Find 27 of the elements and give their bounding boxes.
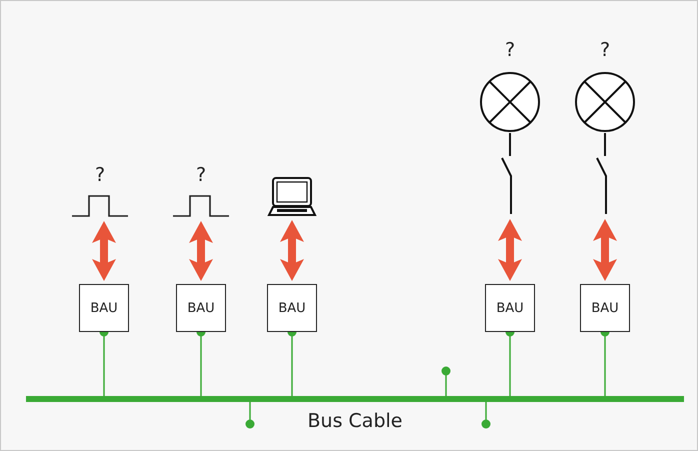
connection-line	[246, 402, 254, 428]
double-arrow	[92, 221, 116, 281]
double-arrow	[593, 219, 617, 281]
question-mark: ?	[94, 164, 106, 186]
unit-box: BAU	[580, 284, 630, 332]
switch-symbol	[595, 156, 609, 216]
wire	[509, 133, 511, 156]
double-arrow	[498, 219, 522, 281]
unit-box: BAU	[267, 284, 317, 332]
connection-line	[442, 366, 450, 396]
switch-symbol	[500, 156, 514, 216]
pulse-symbol	[173, 194, 229, 218]
unit-box: BAU	[176, 284, 226, 332]
wire	[604, 133, 606, 156]
double-arrow	[189, 221, 213, 281]
lamp-symbol	[479, 71, 541, 133]
pulse-symbol	[72, 194, 128, 218]
connection-line	[482, 402, 490, 428]
unit-box: BAU	[485, 284, 535, 332]
cable-label: Bus Cable	[306, 410, 404, 432]
laptop-icon	[268, 177, 316, 217]
double-arrow	[280, 220, 304, 281]
unit-box: BAU	[79, 284, 129, 332]
question-mark: ?	[194, 164, 208, 186]
question-mark: ?	[598, 39, 612, 61]
question-mark: ?	[504, 39, 516, 61]
lamp-symbol	[574, 71, 636, 133]
